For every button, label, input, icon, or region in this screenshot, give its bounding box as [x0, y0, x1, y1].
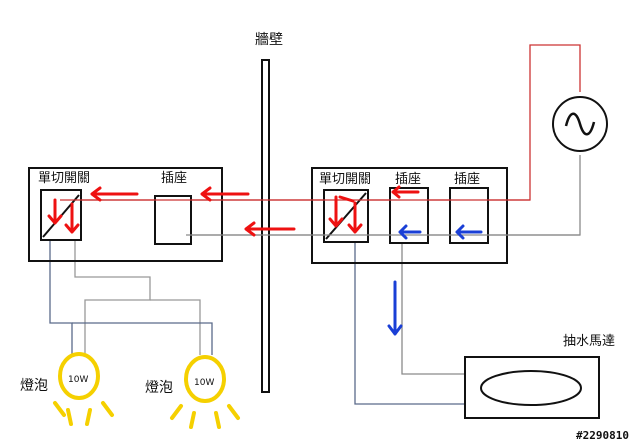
left-panel: [28, 167, 223, 262]
bulb-wire-a: [74, 240, 151, 355]
left-switch-label: 單切開關: [38, 171, 90, 186]
red-arrow-down-left-1: [47, 198, 63, 225]
pump-wire-gray: [401, 240, 465, 375]
left-socket: [154, 195, 192, 245]
ac-source-symbol: [552, 96, 608, 152]
red-flow-arrows: [47, 185, 420, 237]
blue-arrow-socket-2: [455, 224, 483, 240]
bulb-right: [170, 355, 240, 429]
bulb-left-power: 10W: [68, 375, 88, 385]
red-arrow-left-1: [90, 186, 139, 202]
wall: [261, 59, 270, 393]
right-switch-label: 單切開關: [319, 172, 371, 187]
bulb-wire-b: [150, 299, 201, 355]
right-panel: [311, 167, 508, 264]
red-arrow-down-left-2: [64, 202, 80, 234]
bulb-left: [53, 352, 114, 426]
red-arrow-down-right-2: [347, 201, 363, 234]
right-socket-2-label: 插座: [454, 172, 480, 187]
wall-label: 牆壁: [255, 32, 283, 48]
blue-arrow-socket-1: [398, 224, 422, 240]
water-pump: [464, 356, 600, 419]
pump-label: 抽水馬達: [563, 334, 615, 349]
right-socket-1-label: 插座: [395, 172, 421, 187]
bulb-right-power: 10W: [194, 378, 214, 388]
blue-flow-arrows: [387, 224, 483, 336]
left-switch: [40, 189, 82, 241]
bulb-return-wire: [49, 240, 73, 355]
red-arrow-down-right-1: [328, 195, 344, 228]
right-socket-1: [389, 187, 429, 244]
left-socket-label: 插座: [161, 171, 187, 186]
wires: [49, 44, 581, 405]
right-socket-2: [449, 187, 489, 244]
blue-arrow-down: [387, 280, 403, 336]
bulb-left-label: 燈泡: [20, 378, 48, 394]
bulb-right-label: 燈泡: [145, 380, 173, 396]
bulb-return-wire-b: [72, 322, 213, 355]
red-arrow-left-3: [244, 221, 296, 237]
watermark-id: #2290810: [576, 429, 629, 442]
red-arrow-left-4: [391, 185, 420, 199]
pump-wire-blue: [354, 240, 465, 405]
red-arrow-curve: [338, 195, 355, 203]
red-arrow-left-2: [200, 186, 250, 202]
